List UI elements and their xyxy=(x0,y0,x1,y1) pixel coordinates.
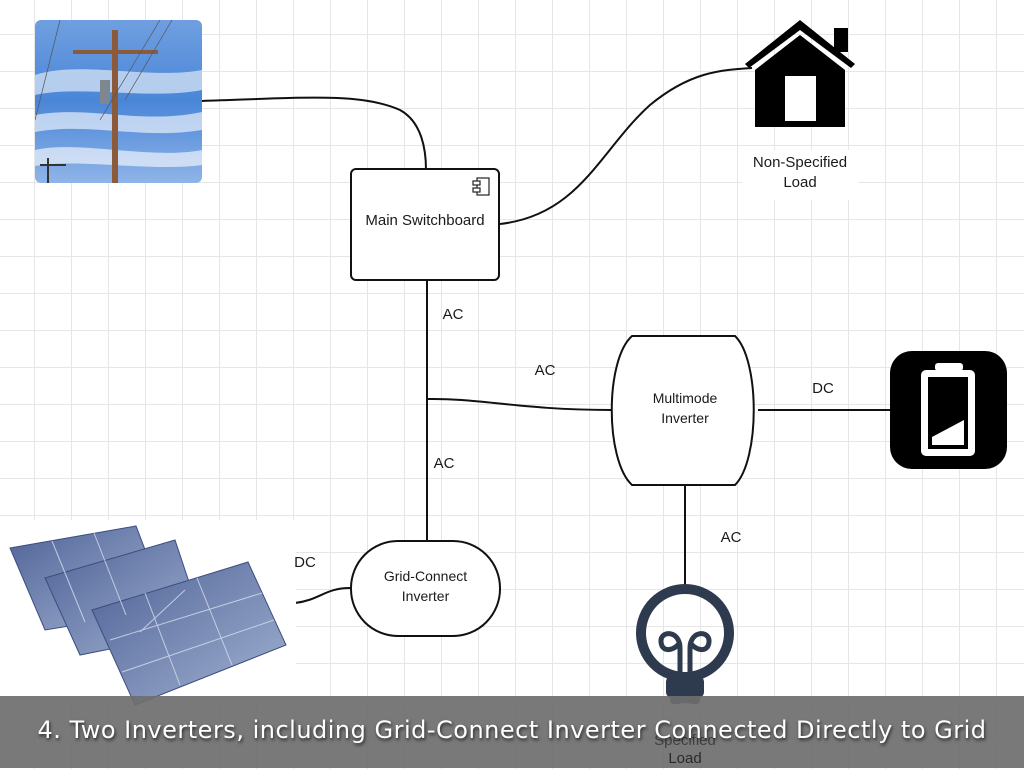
main-switchboard-node[interactable] xyxy=(350,168,500,281)
utility-pole-photo[interactable] xyxy=(35,20,202,183)
caption-bar xyxy=(0,696,1024,768)
grid-connect-inverter-node[interactable] xyxy=(350,540,501,637)
multimode-inverter-label-line1: Multimode xyxy=(652,390,718,406)
non-specified-load-label-line1: Non-Specified xyxy=(752,154,848,171)
edge-solar-to-gridconnect xyxy=(294,587,351,604)
battery-icon[interactable] xyxy=(890,351,1007,469)
label-bg xyxy=(742,150,858,200)
edge-label-ac-switchboard: AC xyxy=(442,306,464,323)
specified-load-label-line2: Load xyxy=(668,750,702,767)
grid-connect-inverter-label-line2: Inverter xyxy=(401,588,450,604)
edge-label-dc-battery: DC xyxy=(812,380,834,397)
edge-label-ac-multimode: AC xyxy=(534,362,556,379)
edge-switchboard-to-house xyxy=(499,67,753,225)
component-icon xyxy=(472,177,490,196)
edge-label-dc-solar: DC xyxy=(294,554,316,571)
grid-connect-inverter-label-line1: Grid-Connect xyxy=(383,568,468,584)
connectors xyxy=(201,67,890,604)
main-switchboard-label: Main Switchboard xyxy=(365,212,485,229)
lightbulb-icon[interactable] xyxy=(636,584,734,705)
multimode-inverter-label-line2: Inverter xyxy=(661,410,709,426)
solar-panels-photo[interactable] xyxy=(0,520,296,706)
edge-junction-to-multimode xyxy=(426,397,613,411)
slide-caption: 4. Two Inverters, including Grid-Connect… xyxy=(37,716,987,744)
specified-load-label-line1: Specified xyxy=(654,732,716,749)
edge-label-ac-bulb: AC xyxy=(720,529,742,546)
house-icon[interactable] xyxy=(745,20,855,127)
edge-label-ac-gridconnect: AC xyxy=(433,455,455,472)
multimode-inverter-node[interactable] xyxy=(610,335,755,486)
edge-pole-to-switchboard xyxy=(201,96,427,171)
non-specified-load-label-line2: Load xyxy=(783,174,817,191)
